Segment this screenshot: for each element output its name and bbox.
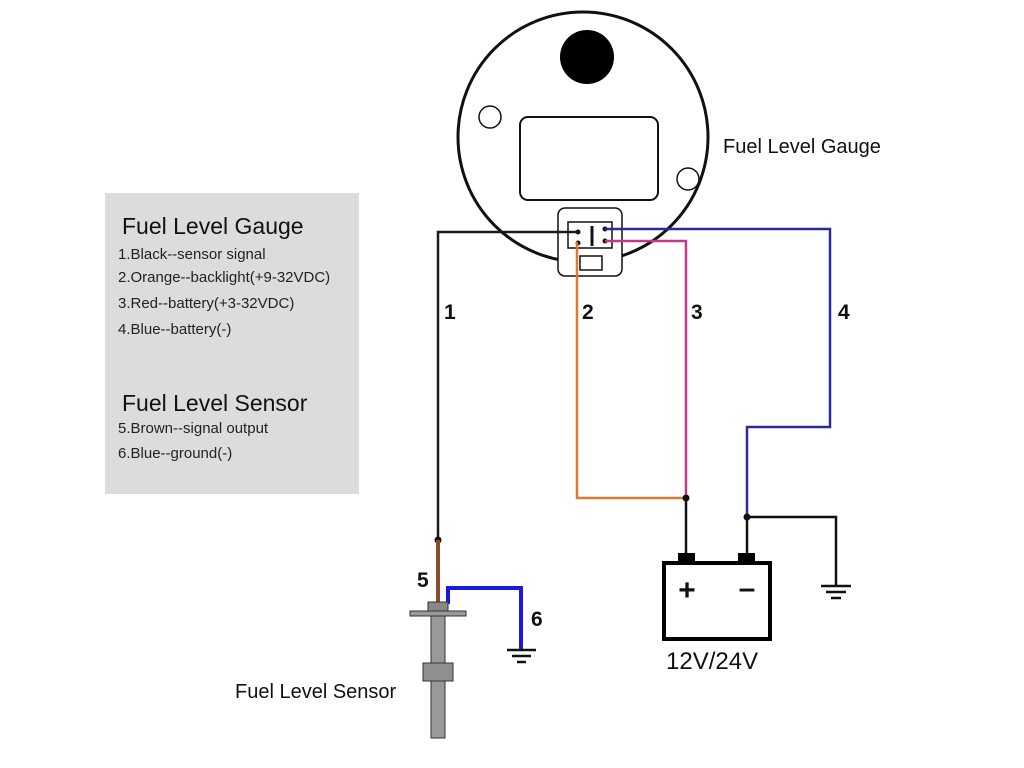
battery-terminal-minus <box>738 553 755 563</box>
junction-dot <box>743 513 751 521</box>
legend-sensor-title: Fuel Level Sensor <box>122 390 308 416</box>
wire-number-2: 2 <box>582 301 594 324</box>
wire-number-4: 4 <box>838 301 850 324</box>
gauge-connector-slot <box>579 255 603 271</box>
gauge-display-window <box>519 116 659 201</box>
legend-item: 5.Brown--signal output <box>118 420 269 437</box>
sensor-flange <box>409 610 467 617</box>
gauge-connector-block <box>567 221 613 249</box>
wire-ground-battery <box>747 515 838 585</box>
wire-number-6: 6 <box>531 608 543 631</box>
wire-4-blue <box>605 227 832 517</box>
gauge-mount-hole-right <box>676 167 700 191</box>
wire-2-orange <box>575 241 686 500</box>
wire-number-3: 3 <box>691 301 703 324</box>
battery-terminal-plus <box>678 553 695 563</box>
legend-item: 2.Orange--backlight(+9-32VDC) <box>118 269 331 286</box>
sensor-cap <box>427 601 449 612</box>
legend-item: 1.Black--sensor signal <box>118 246 266 263</box>
wire-3-red <box>605 239 688 498</box>
fuel-gauge <box>456 10 710 277</box>
ground-symbol <box>821 584 851 600</box>
legend-item: 4.Blue--battery(-) <box>118 321 232 338</box>
ground-symbol <box>507 648 536 664</box>
legend-gauge-title: Fuel Level Gauge <box>122 213 304 239</box>
sensor-float <box>422 662 454 682</box>
wire-number-5: 5 <box>417 569 429 592</box>
battery-minus-sign: – <box>739 572 756 605</box>
battery: + – <box>662 553 772 641</box>
wire-number-1: 1 <box>444 301 456 324</box>
battery-plus-sign: + <box>678 574 696 607</box>
gauge-mount-hole-left <box>478 105 502 129</box>
wire-1-black <box>436 230 578 540</box>
gauge-needle-hub <box>560 30 614 84</box>
legend-box: Fuel Level Gauge 1.Black--sensor signal … <box>105 193 359 494</box>
gauge-label: Fuel Level Gauge <box>723 136 881 158</box>
sensor-label: Fuel Level Sensor <box>235 681 397 703</box>
fuel-level-sensor <box>409 601 467 739</box>
junction-dot <box>682 494 690 502</box>
battery-voltage-label: 12V/24V <box>666 648 758 675</box>
legend-item: 6.Blue--ground(-) <box>118 445 233 462</box>
battery-body <box>662 561 772 641</box>
legend-item: 3.Red--battery(+3-32VDC) <box>118 295 295 312</box>
wire-6-blue <box>446 586 523 650</box>
